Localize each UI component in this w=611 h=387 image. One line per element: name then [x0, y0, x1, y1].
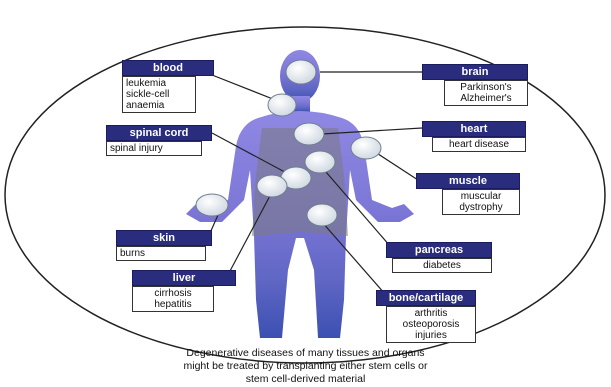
label-bone-cartilage: bone/cartilage arthritis osteoporosis in… — [376, 290, 476, 343]
label-liver-body: cirrhosis hepatitis — [132, 286, 214, 312]
label-muscle-item: muscular — [446, 191, 516, 202]
label-skin: skin burns — [116, 230, 212, 261]
label-skin-item: burns — [120, 248, 202, 259]
label-liver: liver cirrhosis hepatitis — [132, 270, 236, 312]
label-heart: heart heart disease — [422, 121, 526, 152]
label-bone-cartilage-item: injuries — [390, 330, 472, 341]
caption-line: might be treated by transplanting either… — [0, 360, 611, 373]
label-bone-cartilage-body: arthritis osteoporosis injuries — [386, 306, 476, 343]
label-pancreas-title: pancreas — [386, 242, 492, 258]
label-heart-title: heart — [422, 121, 526, 137]
label-brain-item: Parkinson's — [448, 82, 524, 93]
label-brain-body: Parkinson's Alzheimer's — [444, 80, 528, 106]
caption: Degenerative diseases of many tissues an… — [0, 347, 611, 386]
label-bone-cartilage-item: arthritis — [390, 308, 472, 319]
label-liver-item: hepatitis — [136, 299, 210, 310]
label-muscle-title: muscle — [416, 173, 520, 189]
caption-line: Degenerative diseases of many tissues an… — [0, 347, 611, 360]
label-spinal-cord-body: spinal injury — [106, 141, 202, 156]
label-liver-item: cirrhosis — [136, 288, 210, 299]
label-muscle: muscle muscular dystrophy — [416, 173, 520, 215]
label-skin-title: skin — [116, 230, 212, 246]
label-blood-item: anaemia — [126, 100, 192, 111]
label-blood-title: blood — [122, 60, 214, 76]
label-brain: brain Parkinson's Alzheimer's — [422, 64, 528, 106]
label-blood-item: sickle-cell — [126, 89, 192, 100]
label-muscle-body: muscular dystrophy — [442, 189, 520, 215]
label-pancreas-item: diabetes — [396, 260, 488, 271]
label-heart-item: heart disease — [436, 139, 522, 150]
label-blood-item: leukemia — [126, 78, 192, 89]
label-pancreas: pancreas diabetes — [386, 242, 492, 273]
label-spinal-cord: spinal cord spinal injury — [106, 125, 212, 156]
label-pancreas-body: diabetes — [392, 258, 492, 273]
label-spinal-cord-item: spinal injury — [110, 143, 198, 154]
label-liver-title: liver — [132, 270, 236, 286]
label-muscle-item: dystrophy — [446, 202, 516, 213]
label-brain-title: brain — [422, 64, 528, 80]
label-skin-body: burns — [116, 246, 206, 261]
label-blood-body: leukemia sickle-cell anaemia — [122, 76, 196, 113]
label-brain-item: Alzheimer's — [448, 93, 524, 104]
label-blood: blood leukemia sickle-cell anaemia — [122, 60, 214, 113]
caption-line: stem cell-derived material — [0, 373, 611, 386]
label-bone-cartilage-title: bone/cartilage — [376, 290, 476, 306]
label-heart-body: heart disease — [432, 137, 526, 152]
label-spinal-cord-title: spinal cord — [106, 125, 212, 141]
label-bone-cartilage-item: osteoporosis — [390, 319, 472, 330]
